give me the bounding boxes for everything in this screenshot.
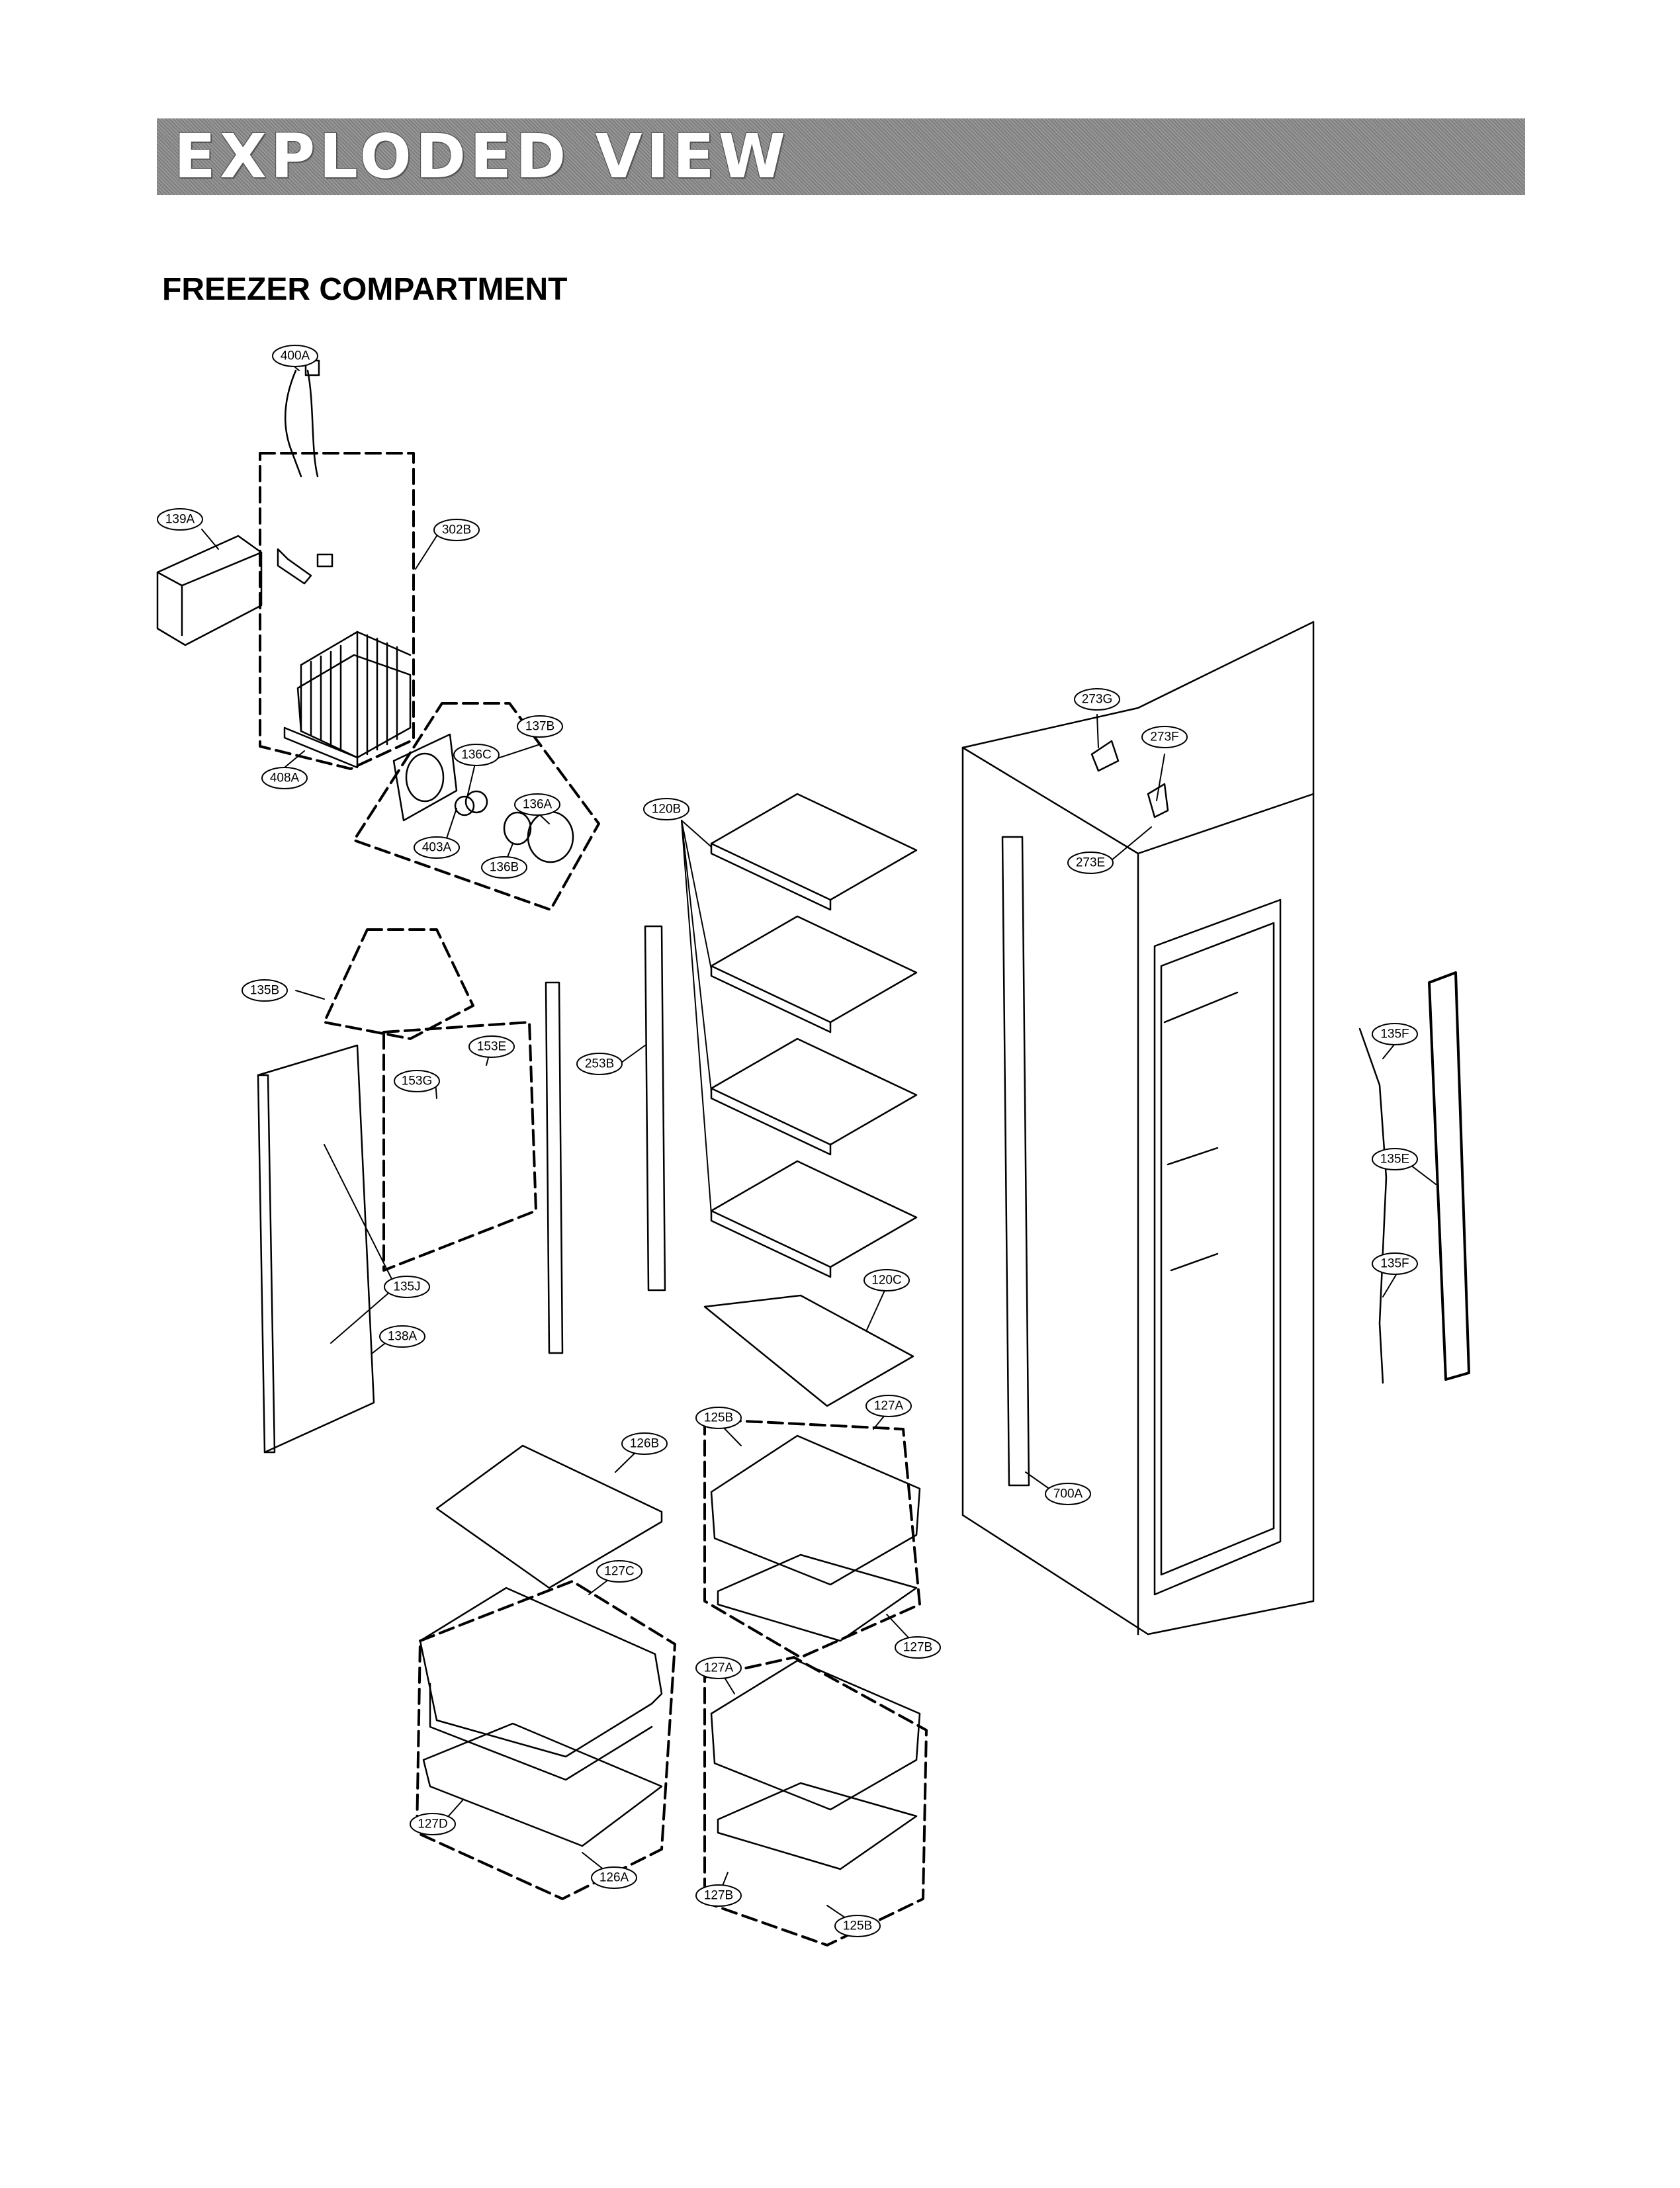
callout-120C: 120C: [863, 1269, 910, 1291]
svg-text:120B: 120B: [652, 803, 681, 816]
callout-139A: 139A: [157, 508, 203, 531]
callout-135E: 135E: [1372, 1148, 1418, 1170]
svg-text:253B: 253B: [585, 1057, 614, 1071]
callout-273G: 273G: [1074, 688, 1120, 711]
callout-127C: 127C: [596, 1560, 642, 1583]
svg-text:408A: 408A: [270, 771, 300, 785]
mullion-135E: [1358, 971, 1470, 1384]
section-title: FREEZER COMPARTMENT: [162, 272, 568, 307]
svg-text:403A: 403A: [422, 841, 452, 855]
leader-lines: [201, 367, 1437, 1927]
callout-125B-upper: 125B: [695, 1407, 742, 1429]
shelves-120B: [703, 793, 918, 1407]
callout-126A: 126A: [591, 1866, 637, 1889]
svg-text:139A: 139A: [165, 513, 195, 527]
callout-127A-lower: 127A: [695, 1657, 742, 1679]
callout-labels: 400A 139A 302B 408A 137B 136C 136A 403A …: [157, 345, 1418, 1937]
svg-text:127B: 127B: [704, 1889, 733, 1903]
evaporator-assembly: [283, 631, 412, 769]
svg-text:135J: 135J: [393, 1280, 420, 1294]
callout-153E: 153E: [468, 1035, 515, 1058]
svg-text:700A: 700A: [1053, 1487, 1083, 1501]
svg-text:120C: 120C: [871, 1274, 901, 1288]
svg-text:127A: 127A: [704, 1661, 734, 1675]
callout-136C: 136C: [453, 744, 500, 766]
svg-text:137B: 137B: [525, 720, 554, 734]
callout-138A: 138A: [379, 1325, 425, 1348]
callout-403A: 403A: [414, 836, 460, 859]
callout-408A: 408A: [261, 767, 308, 789]
callout-127D: 127D: [410, 1813, 456, 1835]
callout-126B: 126B: [621, 1432, 668, 1455]
svg-text:136B: 136B: [490, 861, 519, 875]
svg-text:127C: 127C: [604, 1565, 634, 1579]
callout-120B: 120B: [643, 798, 689, 820]
svg-text:135F: 135F: [1380, 1257, 1409, 1271]
callout-400A: 400A: [272, 345, 318, 367]
svg-text:153E: 153E: [477, 1040, 506, 1054]
svg-text:135B: 135B: [250, 984, 279, 998]
callout-136B: 136B: [481, 856, 527, 879]
svg-text:273E: 273E: [1076, 856, 1105, 870]
svg-text:127A: 127A: [874, 1399, 904, 1413]
svg-text:127D: 127D: [418, 1817, 447, 1831]
callout-125B-lower: 125B: [834, 1915, 881, 1937]
callout-273E: 273E: [1067, 852, 1114, 874]
callout-137B: 137B: [517, 715, 563, 738]
callout-700A: 700A: [1045, 1483, 1091, 1505]
dashed-group-outlines: [259, 452, 928, 1947]
svg-text:400A: 400A: [281, 349, 310, 363]
svg-text:302B: 302B: [442, 523, 471, 537]
svg-text:136A: 136A: [523, 798, 553, 812]
svg-text:125B: 125B: [704, 1411, 733, 1425]
callout-153G: 153G: [394, 1070, 440, 1092]
svg-text:135E: 135E: [1380, 1153, 1409, 1166]
page-title: EXPLODED VIEW: [174, 121, 790, 192]
svg-text:138A: 138A: [388, 1330, 418, 1344]
callout-302B: 302B: [433, 519, 480, 541]
callout-135F-lower: 135F: [1372, 1252, 1418, 1275]
crisper-drawers: [419, 1434, 921, 1870]
panel-138A: [257, 1044, 375, 1454]
callout-135J: 135J: [384, 1276, 430, 1298]
callout-253B: 253B: [576, 1053, 623, 1075]
svg-text:126A: 126A: [599, 1871, 629, 1885]
svg-text:273G: 273G: [1082, 693, 1112, 707]
svg-text:135F: 135F: [1380, 1028, 1409, 1041]
callout-127B-lower: 127B: [695, 1884, 742, 1907]
svg-text:153G: 153G: [402, 1074, 432, 1088]
rails: [545, 836, 1030, 1487]
callout-135B: 135B: [242, 979, 288, 1002]
cover-139A: [156, 535, 263, 646]
parts-group: [156, 359, 1470, 1870]
cabinet: [961, 621, 1315, 1636]
svg-text:136C: 136C: [461, 748, 491, 762]
callout-135F-upper: 135F: [1372, 1023, 1418, 1045]
callout-127A-upper: 127A: [865, 1395, 912, 1417]
svg-text:273F: 273F: [1150, 730, 1178, 744]
callout-127B-upper: 127B: [895, 1636, 941, 1659]
callout-136A: 136A: [514, 793, 560, 816]
header-banner: EXPLODED VIEW: [157, 118, 1525, 195]
svg-text:127B: 127B: [903, 1641, 932, 1655]
svg-text:126B: 126B: [630, 1437, 659, 1451]
harness-400A: [277, 359, 333, 585]
svg-text:125B: 125B: [843, 1919, 872, 1933]
callout-273F: 273F: [1141, 726, 1188, 748]
